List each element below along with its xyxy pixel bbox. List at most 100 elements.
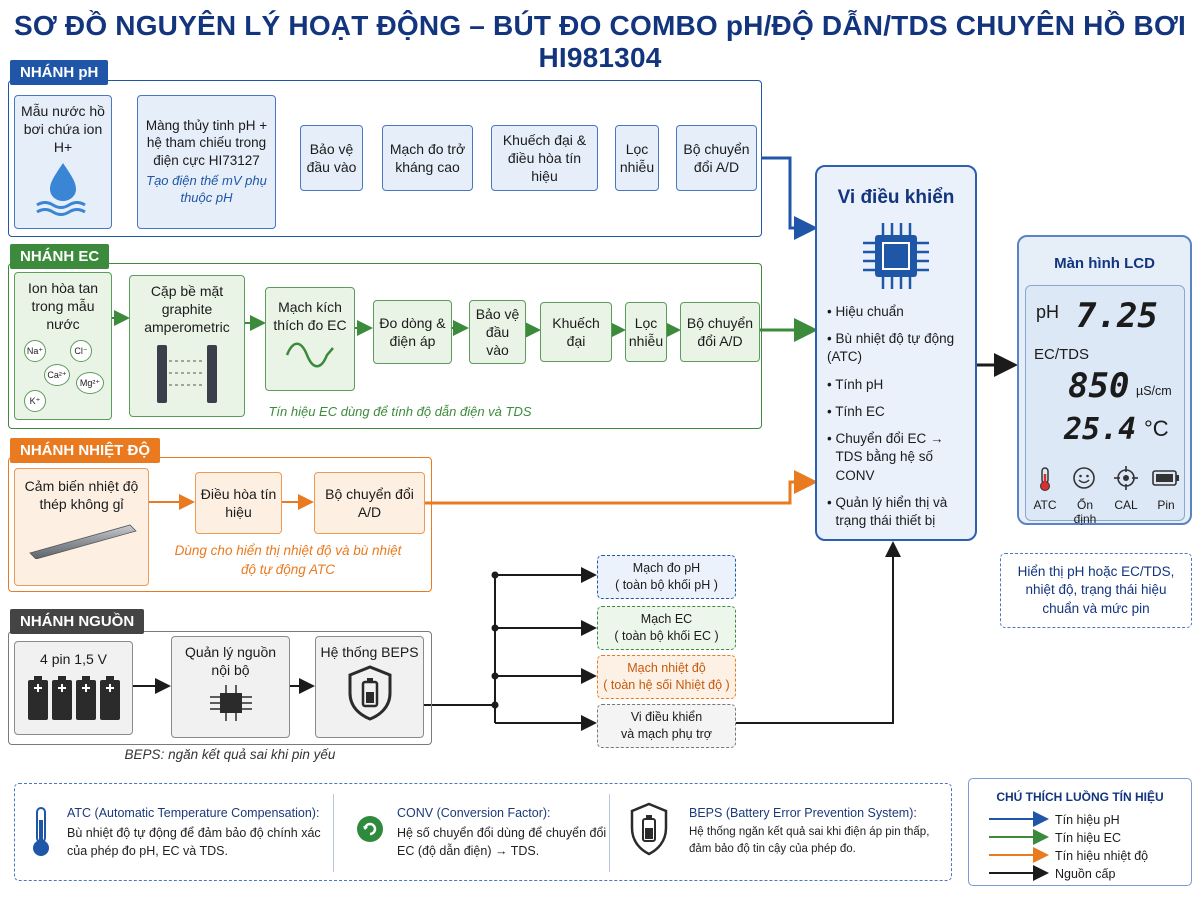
ph-adc-box: Bộ chuyển đổi A/D (676, 125, 757, 191)
mcu-item: • Chuyển đổi EC → TDS bằng hệ số CONV (827, 431, 944, 483)
footer-beps-title: BEPS (Battery Error Prevention System): (689, 806, 917, 820)
smiley-icon (1073, 467, 1095, 489)
legend-labels: Tín hiệu pH Tín hiệu EC Tín hiệu nhiệt đ… (1055, 811, 1148, 883)
legend-item-temp: Tín hiệu nhiệt độ (1055, 849, 1149, 863)
mcu-item: • Quản lý hiển thị và trạng thái thiết b… (827, 494, 948, 528)
lcd-temp-unit: °C (1144, 416, 1169, 441)
ec-excite-box: Mạch kích thích đo EC (265, 287, 355, 391)
target-mcu-circuit: Vi điều khiển và mạch phụ trợ (597, 704, 736, 748)
page-title: SƠ ĐỒ NGUYÊN LÝ HOẠT ĐỘNG – BÚT ĐO COMBO… (13, 10, 1187, 73)
ion-cluster: Na⁺ Cl⁻ Ca²⁺ Mg²⁺ K⁺ (22, 340, 108, 416)
ec-protect-box: Bảo vệ đầu vào (469, 300, 526, 364)
target-ph-circuit: Mạch đo pH ( toàn bộ khối pH ) (597, 555, 736, 599)
target-mcu-line2: và mạch phụ trợ (621, 727, 712, 741)
target-ec-circuit: Mạch EC ( toàn bộ khối EC ) (597, 606, 736, 650)
ph-amp-box: Khuếch đại & điều hòa tín hiệu (491, 125, 598, 191)
ec-filter-box: Lọc nhiễu (625, 302, 667, 362)
legend-item-power: Nguồn cấp (1055, 867, 1116, 881)
power-branch-panel (8, 631, 432, 745)
power-manage-box: Quản lý nguồn nội bộ (171, 636, 290, 738)
footer-atc-title: ATC (Automatic Temperature Compensation)… (67, 806, 320, 820)
footer-conv-body: Hệ số chuyển đổi dùng để chuyển đổi EC (… (397, 826, 607, 859)
battery-level-icon (1152, 470, 1179, 486)
thermometer-icon (33, 807, 49, 856)
beps-label: Hệ thống BEPS (320, 644, 419, 660)
shield-battery-icon (348, 665, 391, 721)
temp-sensor-label: Cảm biến nhiệt độ thép không gỉ (24, 478, 139, 513)
lcd-ph-value: 7.25 (1076, 296, 1158, 336)
signal-legend: CHÚ THÍCH LUỒNG TÍN HIỆU Tín hiệu pH Tín… (968, 778, 1192, 886)
steel-probe-icon (28, 524, 137, 560)
ph-membrane-note: Tạo điện thế mV phụ thuộc pH (146, 173, 267, 206)
mcu-panel: Vi điều khiển • Hiệu chuẩn • Bù nhiệt độ… (815, 165, 977, 541)
temp-note: Dùng cho hiển thị nhiệt độ và bù nhiệt đ… (174, 543, 402, 577)
battery-pack-icon (27, 676, 120, 721)
junction-dots (491, 571, 499, 709)
lcd-icon-battery-label: Pin (1157, 498, 1175, 512)
power-branch-tag: NHÁNH NGUỒN (10, 609, 145, 634)
ph-filter-box: Lọc nhiễu (615, 125, 659, 191)
sine-wave-icon (285, 342, 334, 368)
target-mcu-line1: Vi điều khiển (630, 710, 703, 725)
temp-arrows (149, 470, 818, 510)
ion-mg: Mg²⁺ (76, 372, 104, 394)
footer-atc-body: Bù nhiệt độ tự động để đảm bảo độ chính … (67, 826, 321, 859)
ph-branch-tag: NHÁNH pH (10, 60, 109, 85)
mcu-item: • Tính pH (827, 376, 884, 392)
ion-ca: Ca²⁺ (44, 364, 70, 386)
footer-glossary: ATC (Automatic Temperature Compensation)… (14, 783, 952, 881)
legend-item-ph: Tín hiệu pH (1055, 813, 1120, 827)
legend-title: CHÚ THÍCH LUỒNG TÍN HIỆU (996, 790, 1164, 804)
ec-branch-panel (8, 263, 762, 429)
power-chip-icon (209, 685, 252, 722)
power-manage-label: Quản lý nguồn nội bộ (184, 644, 277, 679)
mcu-title: Vi điều khiển (837, 187, 955, 208)
ec-note: Tín hiệu EC dùng để tính độ dẫn điện và … (268, 404, 532, 419)
conversion-icon (357, 816, 383, 842)
battery-box: 4 pin 1,5 V (14, 641, 133, 735)
legend-swatches (989, 811, 1049, 881)
mcu-item: • Bù nhiệt độ tự động (ATC) (827, 331, 955, 365)
footer-divider (609, 794, 610, 872)
footer-conv-title: CONV (Conversion Factor): (397, 806, 551, 820)
ion-k: K⁺ (24, 390, 46, 412)
ec-excite-label: Mạch kích thích đo EC (273, 299, 347, 334)
graphite-electrode-icon (157, 344, 217, 403)
target-ec-line1: Mạch EC (640, 612, 693, 627)
mcu-item: • Hiệu chuẩn (827, 304, 904, 319)
lcd-ph-label: pH (1036, 302, 1060, 322)
lcd-icon-cal-label: CAL (1114, 498, 1138, 512)
mcu-item: • Tính EC (827, 403, 885, 419)
ec-electrode-box: Cặp bề mặt graphite amperometric (129, 275, 245, 417)
ec-amp-box: Khuếch đại (540, 302, 612, 362)
ec-arrows (112, 310, 818, 342)
water-drop-icon (36, 162, 86, 216)
legend-item-ec: Tín hiệu EC (1055, 831, 1122, 845)
ph-sample-box: Mẫu nước hồ bơi chứa ion H+ (14, 95, 112, 229)
footer-beps-body: Hệ thống ngăn kết quả sai khi điện áp pi… (689, 826, 930, 855)
power-note: BEPS: ngăn kết quả sai khi pin yếu (124, 747, 336, 762)
target-ec-line2: ( toàn bộ khối EC ) (614, 629, 719, 643)
temp-sensor-box: Cảm biến nhiệt độ thép không gỉ (14, 468, 149, 586)
ion-na: Na⁺ (24, 340, 46, 362)
battery-label: 4 pin 1,5 V (40, 651, 107, 667)
target-temp-circuit: Mạch nhiệt độ ( toàn hệ sối Nhiệt độ ) (597, 655, 736, 699)
temp-cond-box: Điều hòa tín hiệu (195, 472, 282, 534)
mcu-function-list: • Hiệu chuẩn • Bù nhiệt độ tự động (ATC)… (817, 303, 975, 530)
lcd-screen: pH 7.25 EC/TDS 850 µS/cm 25.4 °C ATC Ổn … (1025, 285, 1185, 526)
crosshair-icon (1114, 466, 1138, 490)
ec-branch-tag: NHÁNH EC (10, 244, 110, 269)
lcd-caption: Hiển thị pH hoặc EC/TDS, nhiệt độ, trạng… (1000, 553, 1192, 628)
ph-membrane-label: Màng thủy tinh pH + hệ tham chiếu trong … (145, 117, 268, 168)
temp-adc-box: Bộ chuyển đổi A/D (314, 472, 425, 534)
shield-battery-icon (630, 802, 668, 856)
lcd-ectds-label: EC/TDS (1034, 346, 1090, 363)
beps-box: Hệ thống BEPS (315, 636, 424, 738)
target-temp-line2: ( toàn hệ sối Nhiệt độ ) (603, 678, 730, 692)
ph-highz-box: Mạch đo trở kháng cao (382, 125, 473, 191)
microchip-icon (863, 223, 929, 289)
ph-membrane-box: Màng thủy tinh pH + hệ tham chiếu trong … (137, 95, 276, 229)
lcd-ec-unit: µS/cm (1136, 384, 1172, 398)
footer-divider (333, 794, 334, 872)
